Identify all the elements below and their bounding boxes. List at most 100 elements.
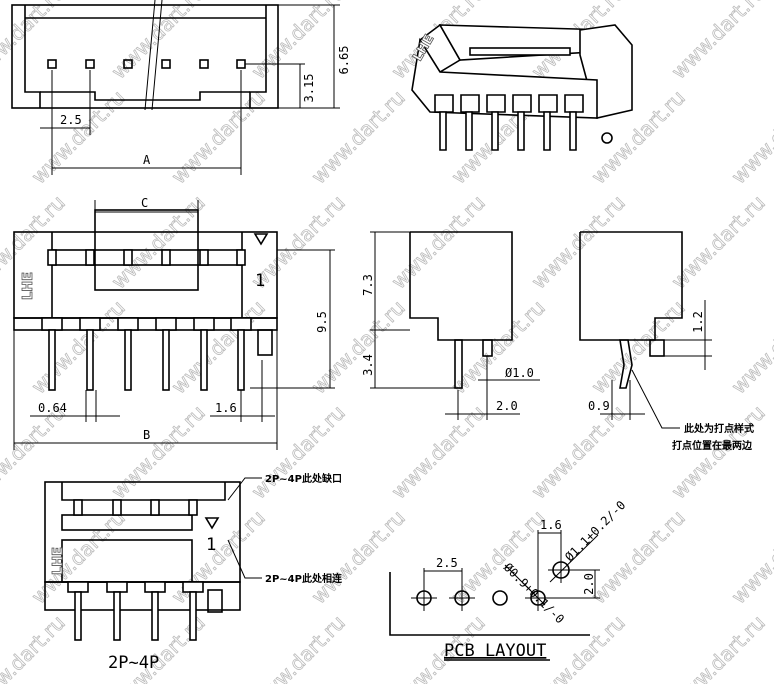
pin-square — [47, 59, 57, 69]
pin-top — [188, 499, 198, 516]
iso-pin — [491, 111, 499, 151]
watermark-text: www.dart.ru — [667, 610, 770, 684]
watermark-text: www.dart.ru — [27, 295, 130, 398]
iso-pin — [439, 111, 447, 151]
pin-top — [123, 249, 133, 266]
dim-c: C — [141, 196, 148, 210]
pcb-dim-row: 2.0 — [582, 573, 596, 595]
pin-shoulder — [193, 317, 215, 331]
pin — [189, 591, 197, 641]
dim-boss-dia: Ø1.0 — [505, 366, 534, 380]
watermark-text: www.dart.ru — [307, 85, 410, 188]
pin — [162, 329, 170, 391]
pin-shoulder — [230, 317, 252, 331]
note-connected: 2P~4P此处相连 — [265, 572, 343, 585]
watermark-text: www.dart.ru — [27, 85, 130, 188]
small-view: 1 LHE 2P~4P此处缺口 2P~4P此处相连 2P~4P — [44, 472, 343, 673]
iso-pin-block — [460, 94, 480, 113]
pin-top — [112, 499, 122, 516]
iso-pin-block — [434, 94, 454, 113]
pcb-title: PCB LAYOUT — [444, 641, 546, 661]
dim-1-2: 1.2 — [691, 311, 705, 333]
pin-square — [123, 59, 133, 69]
pin — [151, 591, 159, 641]
pin — [113, 591, 121, 641]
side-view-right: 1.2 0.9 此处为打点样式 打点位置在最两边 — [579, 231, 754, 452]
dim-0-64: 0.64 — [38, 401, 67, 415]
iso-pin — [517, 111, 525, 151]
iso-pin-block — [486, 94, 506, 113]
dim-b: B — [143, 428, 150, 442]
pin-shoulder — [79, 317, 101, 331]
watermark-text: www.dart.ru — [167, 505, 270, 608]
pin — [48, 329, 56, 391]
pin-top — [199, 249, 209, 266]
pin-square — [161, 59, 171, 69]
dim-7-3: 7.3 — [361, 274, 375, 296]
dim-pitch: 2.5 — [60, 113, 82, 127]
note-notch: 2P~4P此处缺口 — [265, 472, 342, 485]
top-view: 6.65 3.15 2.5 A — [11, 0, 351, 175]
watermark-text: www.dart.ru — [247, 610, 350, 684]
watermark-text: www.dart.ru — [527, 190, 630, 293]
pcb-dim-offset: 1.6 — [540, 518, 562, 532]
watermark-text: www.dart.ru — [0, 0, 70, 84]
front-view: 1 LHE C 9.5 B 0.64 1.6 — [13, 196, 335, 450]
range-label: 2P~4P — [108, 653, 159, 673]
pin-square — [85, 59, 95, 69]
watermark-text: www.dart.ru — [307, 505, 410, 608]
side-view: 7.3 3.4 Ø1.0 2.0 — [361, 231, 540, 420]
isometric-view: LHE — [410, 23, 633, 151]
watermark-text: www.dart.ru — [167, 85, 270, 188]
pin-top — [236, 249, 246, 266]
pin-shoulder — [67, 581, 89, 593]
pin-shoulder — [106, 581, 128, 593]
watermark-text: www.dart.ru — [727, 85, 774, 188]
watermark-text: www.dart.ru — [587, 295, 690, 398]
pin-square — [236, 59, 246, 69]
pin-shoulder — [155, 317, 177, 331]
pin — [86, 329, 94, 391]
pin-square — [199, 59, 209, 69]
pin — [74, 591, 82, 641]
watermark-text: www.dart.ru — [527, 400, 630, 503]
dim-a: A — [143, 153, 151, 167]
pin — [237, 329, 245, 391]
dim-3-4: 3.4 — [361, 354, 375, 376]
watermark-text: www.dart.ru — [167, 295, 270, 398]
pcb-dim-pitch: 2.5 — [436, 556, 458, 570]
watermark-text: www.dart.ru — [0, 610, 70, 684]
iso-pin-block — [564, 94, 584, 113]
note-mark-position: 打点位置在最两边 — [672, 439, 753, 452]
iso-pin-block — [512, 94, 532, 113]
logo: LHE — [51, 547, 66, 575]
note-mark-style: 此处为打点样式 — [684, 422, 754, 435]
watermark-text: www.dart.ru — [387, 400, 490, 503]
pin-top — [47, 249, 57, 266]
pin-shoulder — [117, 317, 139, 331]
dim-6-65: 6.65 — [337, 46, 351, 75]
iso-pin — [569, 111, 577, 151]
pin — [124, 329, 132, 391]
pin-shoulder — [182, 581, 204, 593]
pin-top — [73, 499, 83, 516]
watermark-text: www.dart.ru — [387, 190, 490, 293]
pin-shoulder — [144, 581, 166, 593]
dim-2-0: 2.0 — [496, 399, 518, 413]
pin1-mark: 1 — [255, 271, 265, 291]
watermark-text: www.dart.ru — [107, 190, 210, 293]
dim-1-6: 1.6 — [215, 401, 237, 415]
iso-pin-block — [538, 94, 558, 113]
dim-3-15: 3.15 — [302, 74, 316, 103]
watermark-text: www.dart.ru — [727, 505, 774, 608]
small-pin1-mark: 1 — [206, 535, 216, 555]
dim-9-5: 9.5 — [315, 311, 329, 333]
pin-top — [85, 249, 95, 266]
dim-0-9: 0.9 — [588, 399, 610, 413]
pin — [200, 329, 208, 391]
pin-top — [161, 249, 171, 266]
iso-pin — [543, 111, 551, 151]
pin-top — [150, 499, 160, 516]
